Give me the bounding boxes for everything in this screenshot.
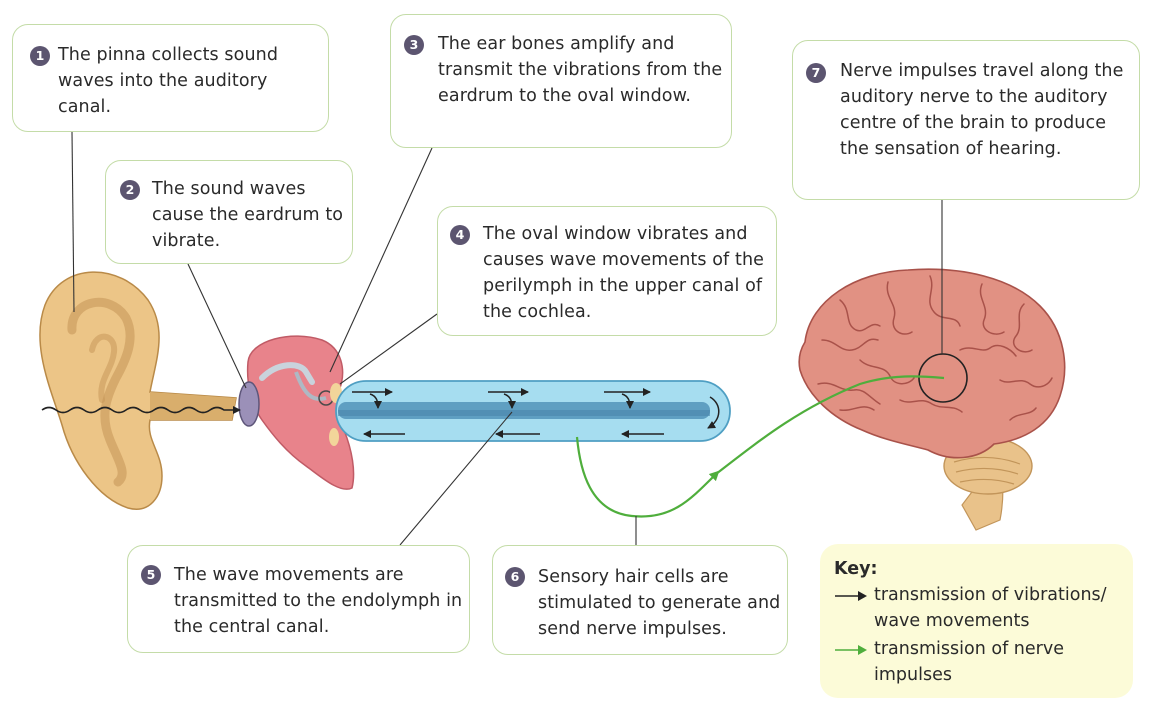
cochlea-illustration	[335, 380, 731, 442]
callout-7-auditory-nerve: 7 Nerve impulses travel along the audito…	[792, 40, 1140, 200]
key-title: Key:	[834, 559, 878, 579]
callout-text: The wave movements are transmitted to th…	[174, 565, 463, 637]
pinna-illustration	[39, 271, 237, 510]
step-number-badge: 6	[505, 567, 525, 587]
callout-text: The ear bones amplify and transmit the v…	[438, 34, 723, 106]
step-number-badge: 5	[141, 565, 161, 585]
callout-text: The oval window vibrates and causes wave…	[483, 224, 764, 322]
auditory-nerve-path	[575, 436, 720, 518]
step-number-badge: 1	[30, 46, 50, 66]
step-number-badge: 4	[450, 225, 470, 245]
auditory-nerve-path-upper	[715, 375, 945, 475]
leader-lines	[71, 131, 943, 546]
brain-illustration	[798, 268, 1066, 531]
key-label: transmission of nerve impulses	[874, 639, 1064, 685]
callout-5-endolymph: 5 The wave movements are transmitted to …	[127, 545, 470, 653]
vibration-arrows	[352, 388, 720, 438]
callout-6-hair-cells: 6 Sensory hair cells are stimulated to g…	[492, 545, 788, 655]
callout-text: Nerve impulses travel along the auditory…	[840, 61, 1124, 159]
black-arrow-icon	[835, 591, 867, 601]
sound-wave-arrow	[41, 406, 241, 414]
callout-text: The pinna collects sound waves into the …	[58, 45, 279, 117]
callout-4-oval-window: 4 The oval window vibrates and causes wa…	[437, 206, 777, 336]
key-label: transmission of vibrations/ wave movemen…	[874, 585, 1107, 631]
step-number-badge: 3	[404, 35, 424, 55]
callout-2-eardrum: 2 The sound waves cause the eardrum to v…	[105, 160, 353, 264]
callout-text: Sensory hair cells are stimulated to gen…	[538, 567, 781, 639]
step-number-badge: 7	[806, 63, 826, 83]
auditory-centre-circle	[918, 353, 968, 403]
step-number-badge: 2	[120, 180, 140, 200]
callout-1-pinna: 1 The pinna collects sound waves into th…	[12, 24, 329, 132]
green-arrow-icon	[835, 645, 867, 655]
callout-3-ear-bones: 3 The ear bones amplify and transmit the…	[390, 14, 732, 148]
callout-text: The sound waves cause the eardrum to vib…	[152, 179, 344, 251]
key-box: Key: transmission of vibrations/ wave mo…	[820, 544, 1133, 698]
